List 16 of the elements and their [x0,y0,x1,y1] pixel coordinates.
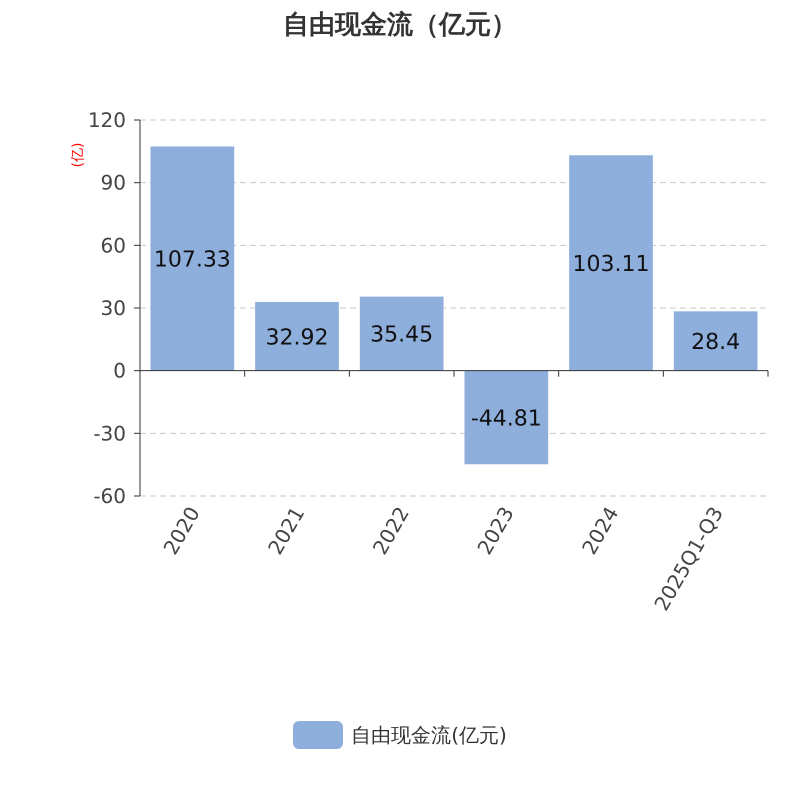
y-tick-label: 90 [100,170,126,195]
y-axis-label: (亿) [70,142,86,168]
data-label: 28.4 [691,330,740,355]
data-label: -44.81 [470,406,542,432]
y-tick-label: 0 [113,358,126,383]
data-label: 107.33 [154,248,231,273]
y-tick-label: 120 [88,108,126,132]
y-tick-label: 60 [100,233,126,258]
legend-label: 自由现金流(亿元) [351,722,507,749]
data-label: 103.11 [572,252,650,277]
y-tick-label: 30 [100,296,126,320]
y-tick-label: -30 [93,421,126,446]
data-label: 32.92 [266,325,328,350]
y-tick-label: -60 [93,484,126,508]
chart-title: 自由现金流（亿元） [283,9,517,42]
data-label: 35.45 [370,322,434,348]
